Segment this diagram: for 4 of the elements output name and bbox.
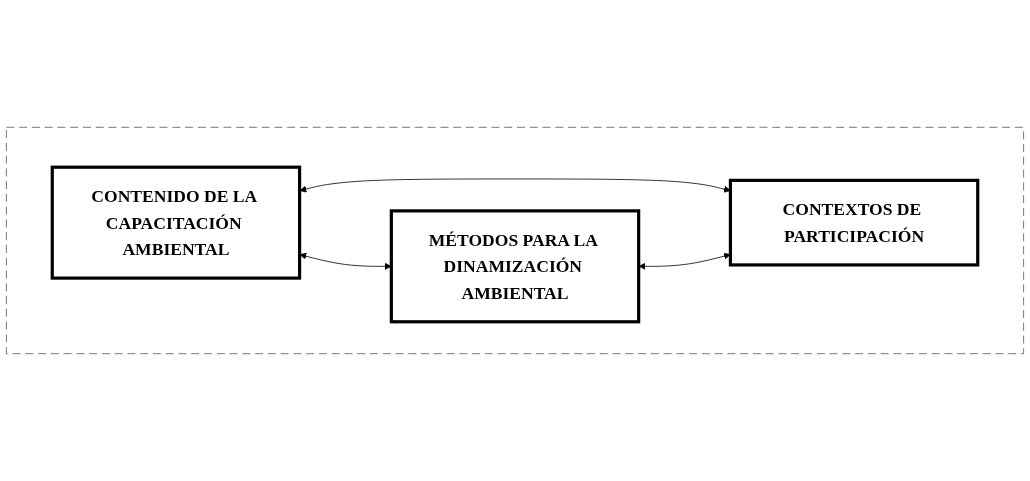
node-box: CONTENIDO DE LA CAPACITACIÓN AMBIENTAL [50, 165, 302, 280]
cluster [5, 126, 1024, 355]
node-box: MÉTODOS PARA LA DINAMIZACIÓN AMBIENTAL [389, 209, 641, 324]
node-box: CONTEXTOS DE PARTICIPACIÓN [728, 178, 980, 267]
